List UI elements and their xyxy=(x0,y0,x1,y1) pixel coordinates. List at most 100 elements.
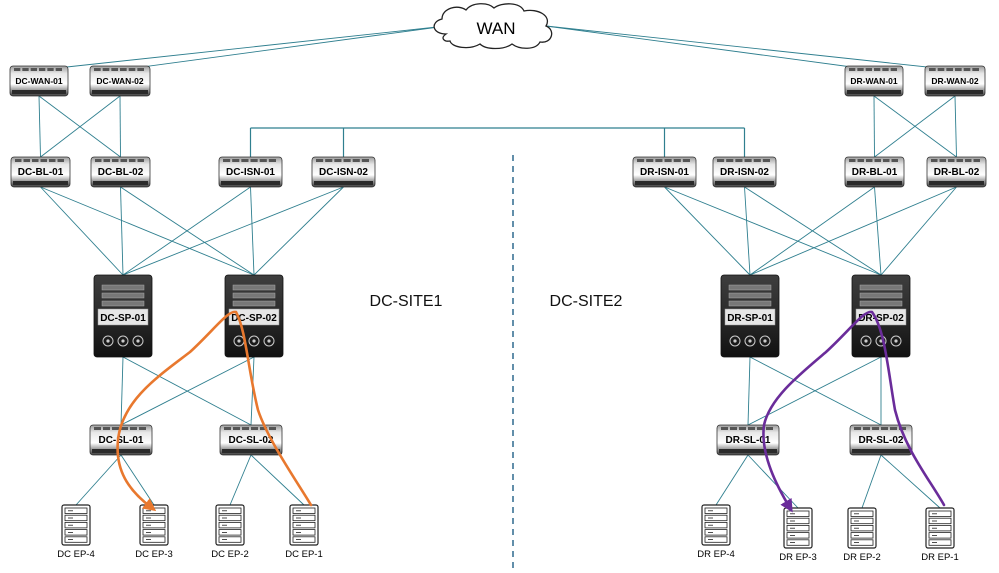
device-dr-sl-02[interactable]: DR-SL-02 xyxy=(849,424,913,456)
port-icon xyxy=(948,159,955,162)
server-slot-icon xyxy=(786,510,810,517)
device-dr-bl-01[interactable]: DR-BL-01 xyxy=(844,156,905,188)
device-dc-ep-3[interactable]: DC EP-3 xyxy=(135,504,173,560)
port-icon xyxy=(866,159,873,162)
device-base xyxy=(635,181,694,185)
device-dr-ep-1[interactable]: DR EP-1 xyxy=(921,507,959,563)
server-slot-icon xyxy=(142,536,166,543)
device-dr-sp-02[interactable]: DR-SP-02 xyxy=(851,274,911,358)
server-slot-icon xyxy=(218,522,242,529)
port-icon xyxy=(128,68,136,71)
port-icon xyxy=(95,159,102,162)
port-icon xyxy=(881,427,888,430)
port-icon xyxy=(55,68,62,71)
device-dr-ep-2[interactable]: DR EP-2 xyxy=(843,507,881,563)
line-card-icon xyxy=(101,292,145,299)
link-wan-to-dr-wan-01 xyxy=(545,25,875,71)
device-label: DC-SL-01 xyxy=(98,435,143,446)
link-dr-sp-02-to-dr-sl-01 xyxy=(747,356,882,426)
link-dc-sl-01-to-dc-ep-4 xyxy=(75,454,122,506)
link-dr-bl-01-to-dr-sp-01 xyxy=(749,186,875,276)
port-icon xyxy=(241,159,249,162)
device-dc-sp-02[interactable]: DC-SP-02 xyxy=(224,274,284,358)
line-card-icon xyxy=(232,284,276,291)
device-base xyxy=(719,449,777,453)
server-slot-icon xyxy=(928,517,952,525)
device-body xyxy=(924,65,986,97)
port-icon xyxy=(94,68,101,71)
link-dr-sl-01-to-dr-ep-4 xyxy=(715,454,749,506)
fan-icon xyxy=(102,335,114,347)
port-icon xyxy=(120,159,127,162)
endpoint-label: DR EP-1 xyxy=(921,552,958,563)
device-base xyxy=(852,449,910,453)
device-dr-bl-02[interactable]: DR-BL-02 xyxy=(926,156,987,188)
line-card-icon xyxy=(728,300,772,307)
device-dc-wan-01[interactable]: DC-WAN-01 xyxy=(9,65,69,97)
link-wan-to-dr-wan-02 xyxy=(545,25,956,71)
device-dc-bl-01[interactable]: DC-BL-01 xyxy=(10,156,71,188)
device-dr-isn-02[interactable]: DR-ISN-02 xyxy=(712,156,777,188)
device-dr-wan-01[interactable]: DR-WAN-01 xyxy=(844,65,904,97)
device-base xyxy=(92,90,148,94)
device-dc-sp-01[interactable]: DC-SP-01 xyxy=(93,274,153,358)
device-base xyxy=(314,181,373,185)
fan-icon xyxy=(248,335,260,347)
device-dr-sp-01[interactable]: DR-SP-01 xyxy=(720,274,780,358)
device-dr-isn-01[interactable]: DR-ISN-01 xyxy=(632,156,697,188)
port-icon xyxy=(325,159,333,162)
fan-hub-icon xyxy=(106,339,110,343)
port-icon xyxy=(735,159,743,162)
server-slot-icon xyxy=(292,529,316,536)
line-card-icon xyxy=(728,284,772,291)
server-slot-icon xyxy=(64,529,88,536)
device-body xyxy=(311,156,376,188)
device-dr-ep-3[interactable]: DR EP-3 xyxy=(779,507,817,563)
port-icon xyxy=(849,68,856,71)
port-icon xyxy=(849,159,856,162)
endpoint-label: DC EP-1 xyxy=(285,549,322,560)
device-dr-sl-01[interactable]: DR-SL-01 xyxy=(716,424,780,456)
device-base xyxy=(847,90,901,94)
fan-hub-icon xyxy=(267,339,271,343)
server-slot-icon xyxy=(850,539,874,546)
port-icon xyxy=(224,427,231,430)
server-slot-icon xyxy=(292,522,316,529)
server-slot-icon xyxy=(786,525,810,532)
port-icon xyxy=(937,68,945,71)
device-dc-ep-1[interactable]: DC EP-1 xyxy=(285,504,323,560)
fan-hub-icon xyxy=(733,339,737,343)
link-dr-wan-02-to-dr-bl-01 xyxy=(874,95,956,158)
server-slot-icon xyxy=(64,514,88,522)
port-icon xyxy=(32,159,39,162)
device-dr-wan-02[interactable]: DR-WAN-02 xyxy=(924,65,986,97)
device-dc-wan-02[interactable]: DC-WAN-02 xyxy=(89,65,151,97)
link-dc-wan-02-to-dc-bl-01 xyxy=(40,95,121,158)
port-icon xyxy=(956,159,963,162)
device-label: DC-SL-02 xyxy=(228,435,273,446)
port-icon xyxy=(673,159,681,162)
device-dc-isn-01[interactable]: DC-ISN-01 xyxy=(218,156,283,188)
device-dc-ep-2[interactable]: DC EP-2 xyxy=(211,504,249,560)
link-dc-bl-01-to-dc-sp-02 xyxy=(40,186,255,276)
fan-icon xyxy=(117,335,129,347)
server-slot-icon xyxy=(928,532,952,539)
device-dc-isn-02[interactable]: DC-ISN-02 xyxy=(311,156,376,188)
link-dr-bl-01-to-dr-sp-02 xyxy=(874,186,882,276)
port-icon xyxy=(655,159,663,162)
port-icon xyxy=(40,159,47,162)
device-dr-ep-4[interactable]: DR EP-4 xyxy=(697,504,735,560)
device-base xyxy=(221,181,280,185)
device-dc-ep-4[interactable]: DC EP-4 xyxy=(57,504,95,560)
device-label: DR-SL-01 xyxy=(725,435,770,446)
server-slot-icon xyxy=(850,525,874,532)
device-dc-sl-01[interactable]: DC-SL-01 xyxy=(89,424,153,456)
port-icon xyxy=(268,159,276,162)
server-slot-icon xyxy=(786,539,810,546)
device-label: DR-ISN-02 xyxy=(720,167,769,178)
port-icon xyxy=(890,68,897,71)
port-icon xyxy=(863,427,870,430)
device-dc-bl-02[interactable]: DC-BL-02 xyxy=(90,156,151,188)
port-icon xyxy=(343,159,351,162)
link-dr-isn-02-to-dr-sp-01 xyxy=(744,186,751,276)
